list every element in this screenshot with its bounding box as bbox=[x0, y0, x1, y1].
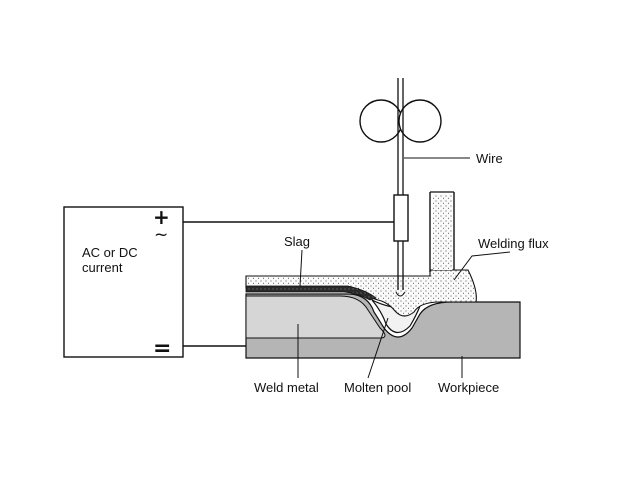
power-source: AC or DC current + ~ = bbox=[63, 205, 184, 361]
ac-tilde-symbol: ~ bbox=[154, 225, 168, 245]
slag-leader bbox=[299, 249, 303, 287]
molten-pool-leader bbox=[367, 317, 389, 379]
weld-metal-label: Weld metal bbox=[254, 380, 319, 395]
slag-label: Slag bbox=[284, 234, 310, 249]
contact-tip bbox=[393, 194, 409, 242]
molten-pool-label: Molten pool bbox=[344, 380, 411, 395]
power-source-label-line1: AC or DC bbox=[82, 245, 138, 260]
feed-roller-left bbox=[359, 99, 403, 143]
flux-hopper bbox=[429, 191, 455, 272]
leader-lines bbox=[297, 157, 511, 379]
slag-layer bbox=[245, 285, 377, 301]
welding-flux-leader bbox=[453, 251, 511, 281]
weld-metal bbox=[245, 295, 386, 339]
power-source-box bbox=[63, 206, 184, 358]
arc-tip bbox=[395, 291, 406, 297]
welding-flux-label: Welding flux bbox=[478, 236, 549, 251]
plus-terminal-symbol: + bbox=[153, 205, 170, 229]
workpiece-label: Workpiece bbox=[438, 380, 499, 395]
feed-roller-right bbox=[398, 99, 442, 143]
minus-terminal-symbol: = bbox=[153, 336, 171, 361]
power-source-label-line2: current bbox=[82, 260, 123, 275]
wire-label: Wire bbox=[476, 151, 503, 166]
